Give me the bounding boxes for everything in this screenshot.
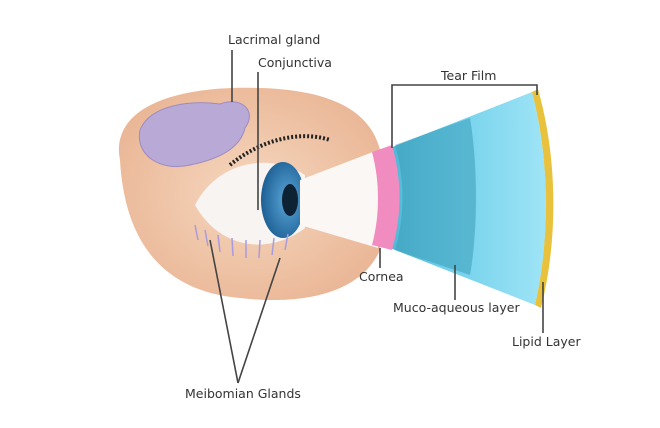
label-conjunctiva: Conjunctiva (258, 55, 332, 70)
label-lipid-layer: Lipid Layer (512, 334, 581, 349)
label-muco-aqueous-layer: Muco-aqueous layer (393, 300, 520, 315)
cornea (372, 145, 400, 250)
label-lacrimal-gland: Lacrimal gland (228, 32, 320, 47)
magnification-cone (300, 150, 378, 248)
mucin-layer (395, 118, 476, 275)
label-tear-film: Tear Film (440, 68, 496, 83)
pointer-lines (209, 50, 544, 384)
pupil (282, 184, 298, 216)
label-cornea: Cornea (359, 269, 404, 284)
meibomian-gland-marks (194, 224, 289, 259)
eyelashes (228, 134, 331, 167)
lipid-layer (532, 89, 554, 308)
lacrimal-gland (138, 101, 250, 167)
label-meibomian-glands: Meibomian Glands (185, 386, 301, 401)
